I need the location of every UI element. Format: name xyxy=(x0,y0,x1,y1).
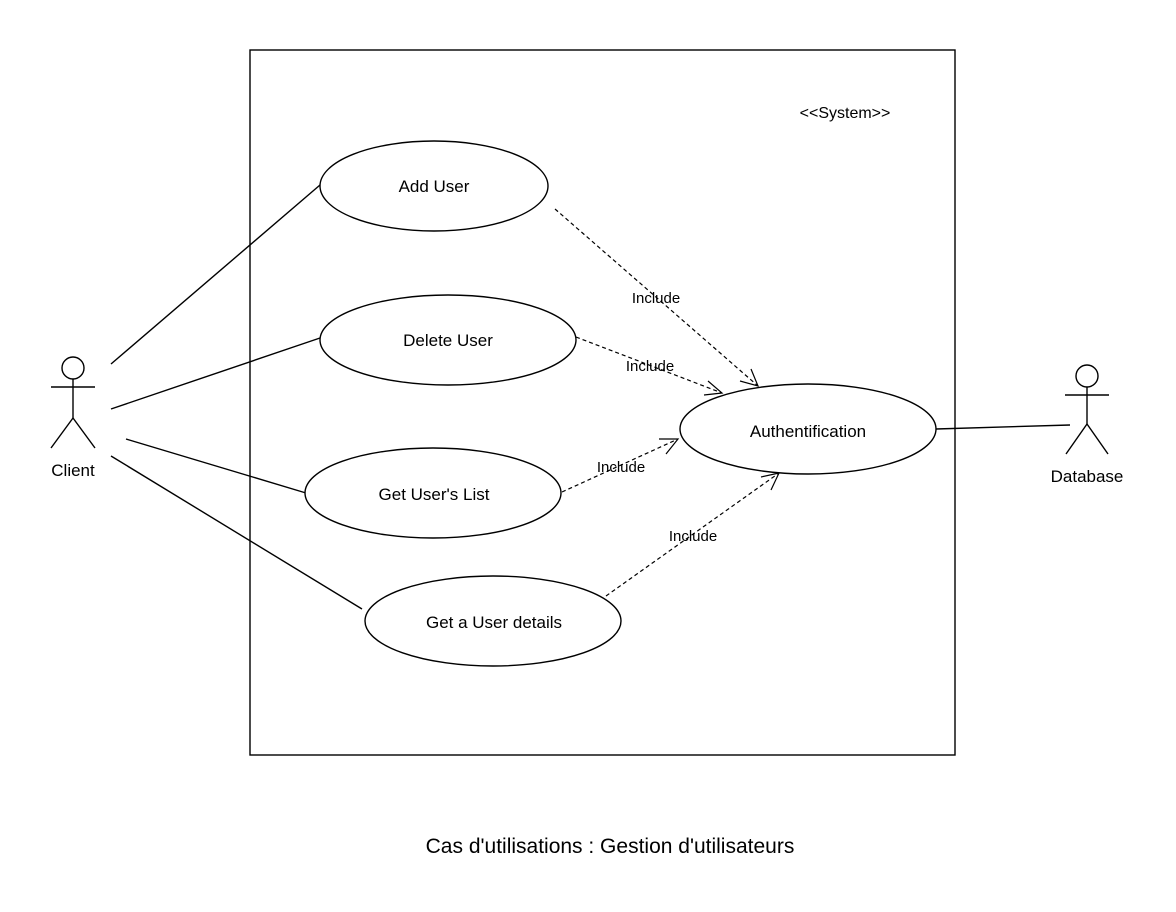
include-arrow-delete xyxy=(703,380,724,396)
system-boundary xyxy=(249,49,956,756)
assoc-client-add-user xyxy=(110,184,321,365)
assoc-client-get-user-details xyxy=(110,455,363,610)
client-head-icon xyxy=(61,356,85,380)
use-case-get-users-list[interactable]: Get User's List xyxy=(304,447,562,539)
actor-client[interactable] xyxy=(50,356,96,449)
use-case-authentification[interactable]: Authentification xyxy=(679,383,937,475)
client-label: Client xyxy=(51,461,95,480)
use-case-get-user-details-label: Get a User details xyxy=(426,613,562,632)
include-arrow-details xyxy=(760,472,781,491)
include-arrow-add xyxy=(739,368,760,387)
include-arrow-list xyxy=(659,438,680,455)
assoc-client-get-users-list xyxy=(125,438,307,494)
include-label-details: Include xyxy=(669,528,717,545)
use-case-get-users-list-label: Get User's List xyxy=(379,485,490,504)
assoc-client-delete-user xyxy=(110,337,321,410)
include-line-add xyxy=(554,208,759,387)
use-case-add-user[interactable]: Add User xyxy=(319,140,549,232)
actor-database[interactable] xyxy=(1065,364,1109,455)
use-case-delete-user-label: Delete User xyxy=(403,331,493,350)
use-case-get-user-details[interactable]: Get a User details xyxy=(364,575,622,667)
include-label-add: Include xyxy=(632,290,680,307)
use-case-delete-user[interactable]: Delete User xyxy=(319,294,577,386)
include-label-delete: Include xyxy=(626,358,674,375)
database-head-icon xyxy=(1075,364,1099,388)
use-case-authentification-label: Authentification xyxy=(750,422,866,441)
include-line-details xyxy=(605,472,780,597)
assoc-auth-database xyxy=(935,424,1071,430)
include-label-list: Include xyxy=(597,459,645,476)
use-case-add-user-label: Add User xyxy=(399,177,470,196)
include-line-delete xyxy=(575,336,723,394)
database-label: Database xyxy=(1051,467,1124,486)
diagram-caption: Cas d'utilisations : Gestion d'utilisate… xyxy=(426,835,795,858)
include-line-list xyxy=(561,438,679,493)
system-stereotype: <<System>> xyxy=(800,105,891,122)
